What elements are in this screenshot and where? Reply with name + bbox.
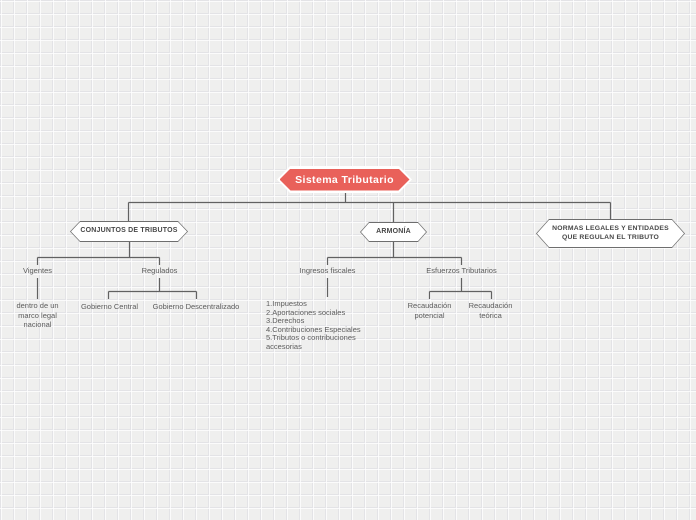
node-normas-shape: NORMAS LEGALES Y ENTIDADES QUE REGULAN E…	[537, 220, 684, 247]
node-conjuntos-label: CONJUNTOS DE TRIBUTOS	[80, 227, 178, 235]
node-ingresos-list[interactable]: 1.Impuestos 2.Aportaciones sociales 3.De…	[266, 299, 363, 351]
node-marco-legal-nacional[interactable]: dentro de un marco legal nacional	[16, 301, 59, 329]
node-gobierno-central[interactable]: Gobierno Central	[80, 302, 139, 311]
connector-conjuntos-children	[36, 242, 161, 265]
list-item: 1.Impuestos	[266, 299, 307, 308]
node-normas-legales[interactable]: NORMAS LEGALES Y ENTIDADES QUE REGULAN E…	[536, 219, 685, 248]
node-conjuntos-de-tributos[interactable]: CONJUNTOS DE TRIBUTOS	[70, 221, 188, 242]
root-node-label: Sistema Tributario	[295, 173, 394, 186]
connector-root-to-level2	[127, 192, 612, 222]
list-item: 5.Tributos o contribuciones accesorias	[266, 333, 356, 351]
node-regulados[interactable]: Regulados	[141, 266, 178, 275]
node-vigentes[interactable]: Vigentes	[22, 266, 53, 275]
node-ingresos-fiscales[interactable]: Ingresos fiscales	[299, 266, 356, 275]
list-item: 3.Derechos	[266, 316, 305, 325]
node-sistema-tributario[interactable]: Sistema Tributario	[277, 166, 412, 193]
node-recaudacion-potencial[interactable]: Recaudación potencial	[407, 301, 452, 320]
list-item: 2.Aportaciones sociales	[266, 307, 346, 317]
node-sistema-tributario-shape: Sistema Tributario	[280, 169, 410, 191]
connector-regulados-children	[107, 278, 198, 299]
node-gobierno-descentralizado[interactable]: Gobierno Descentralizado	[152, 302, 240, 311]
node-normas-label: NORMAS LEGALES Y ENTIDADES QUE REGULAN E…	[552, 225, 669, 241]
node-esfuerzos-tributarios[interactable]: Esfuerzos Tributarios	[426, 266, 497, 275]
connector-armonia-children	[326, 242, 463, 265]
connector-esfuerzos-children	[428, 278, 493, 299]
node-recaudacion-teorica[interactable]: Recaudación teórica	[468, 301, 513, 320]
node-armonia[interactable]: ARMONÍA	[360, 222, 427, 242]
list-item: 4.Contribuciones Especiales	[266, 324, 361, 334]
node-armonia-label: ARMONÍA	[376, 227, 411, 235]
node-conjuntos-shape: CONJUNTOS DE TRIBUTOS	[71, 222, 187, 241]
node-armonia-shape: ARMONÍA	[361, 223, 426, 241]
